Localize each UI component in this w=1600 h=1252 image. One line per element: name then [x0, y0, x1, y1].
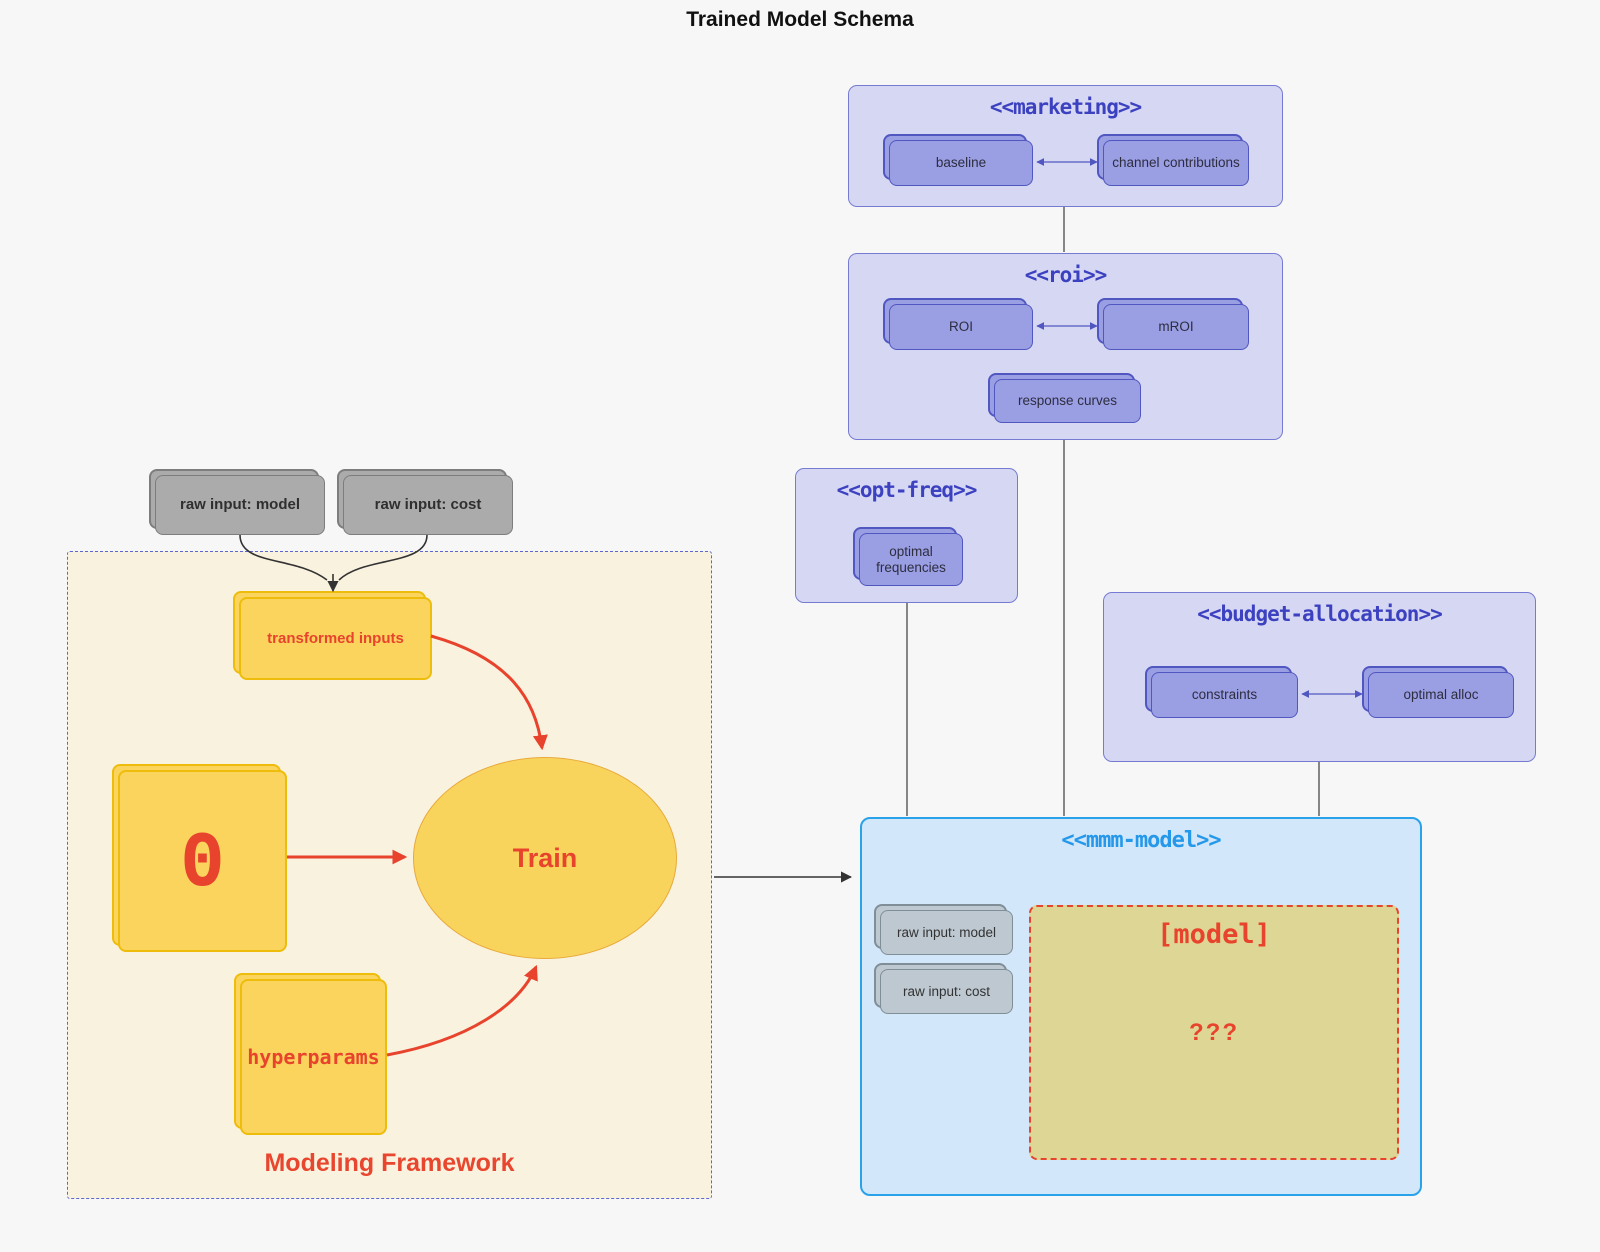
- node-channel-contributions: channel contributions: [1103, 140, 1249, 186]
- node-optimal-frequencies: optimal frequencies: [859, 533, 963, 586]
- node-roi-label: ROI: [948, 319, 973, 335]
- node-optimal-alloc-label: optimal alloc: [1403, 687, 1479, 703]
- node-train: Train: [413, 757, 677, 959]
- node-raw-input-model-label: raw input: model: [180, 496, 300, 514]
- node-response-curves-label: response curves: [1017, 393, 1118, 409]
- node-mmm-raw-input-cost-label: raw input: cost: [902, 983, 991, 999]
- framework-label: Modeling Framework: [264, 1149, 515, 1177]
- node-transformed-inputs: transformed inputs: [239, 597, 432, 680]
- node-optimal-frequencies-label: optimal frequencies: [876, 543, 946, 575]
- container-opt-freq: <<opt-freq>> optimal frequencies: [795, 468, 1018, 603]
- node-optimal-alloc: optimal alloc: [1368, 672, 1514, 718]
- container-budget-allocation-title: <<budget-allocation>>: [1197, 602, 1443, 626]
- node-mmm-raw-input-cost: raw input: cost: [880, 969, 1013, 1014]
- node-raw-input-cost-label: raw input: cost: [374, 496, 482, 514]
- node-raw-input-cost: raw input: cost: [343, 475, 513, 535]
- node-mroi-label: mROI: [1158, 319, 1194, 335]
- node-hyperparams: hyperparams: [240, 979, 387, 1135]
- node-roi: ROI: [889, 304, 1033, 350]
- container-marketing-title: <<marketing>>: [989, 95, 1142, 119]
- container-mmm-model: <<mmm-model>> raw input: model raw input…: [860, 817, 1422, 1196]
- node-theta: Θ: [118, 770, 287, 952]
- container-budget-allocation: <<budget-allocation>> constraints optima…: [1103, 592, 1536, 762]
- node-mmm-raw-input-model: raw input: model: [880, 910, 1013, 955]
- diagram-title: Trained Model Schema: [686, 8, 914, 31]
- node-mroi: mROI: [1103, 304, 1249, 350]
- container-roi-title: <<roi>>: [1024, 263, 1108, 287]
- theta-symbol: Θ: [181, 819, 224, 902]
- container-opt-freq-title: <<opt-freq>>: [836, 478, 978, 502]
- node-constraints-label: constraints: [1191, 687, 1258, 703]
- container-roi: <<roi>> ROI mROI response curves: [848, 253, 1283, 440]
- node-transformed-inputs-label: transformed inputs: [267, 629, 404, 647]
- node-hyperparams-label: hyperparams: [247, 1044, 380, 1069]
- node-mmm-raw-input-model-label: raw input: model: [896, 924, 997, 940]
- node-baseline: baseline: [889, 140, 1033, 186]
- node-response-curves: response curves: [994, 379, 1141, 423]
- node-raw-input-model: raw input: model: [155, 475, 325, 535]
- model-placeholder-box: [model] ???: [1029, 905, 1399, 1160]
- node-baseline-label: baseline: [935, 155, 987, 171]
- model-placeholder-question-marks: ???: [1189, 1019, 1239, 1046]
- container-marketing: <<marketing>> baseline channel contribut…: [848, 85, 1283, 207]
- container-mmm-model-title: <<mmm-model>>: [1061, 828, 1221, 853]
- node-channel-contributions-label: channel contributions: [1112, 155, 1240, 171]
- node-constraints: constraints: [1151, 672, 1298, 718]
- node-train-label: Train: [512, 842, 578, 873]
- model-placeholder-title: [model]: [1157, 919, 1271, 950]
